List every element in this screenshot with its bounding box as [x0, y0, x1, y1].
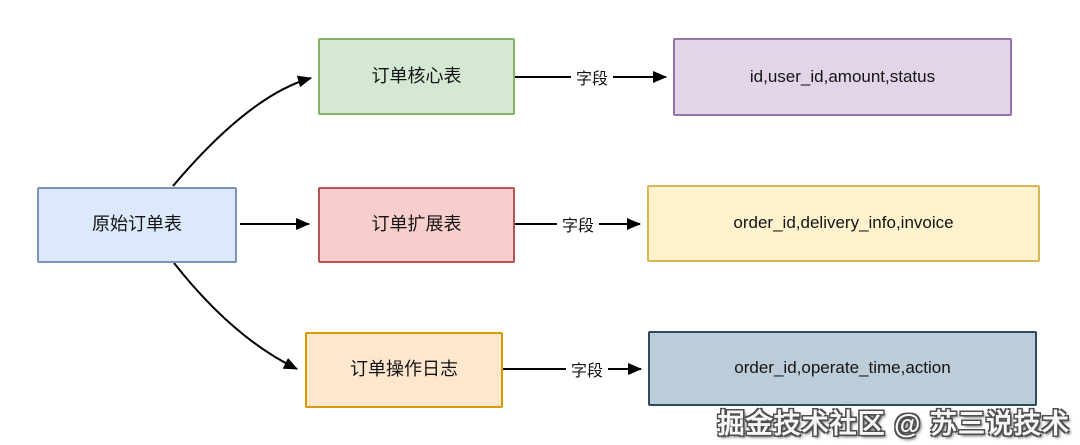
edge-label-fields-core: 字段: [570, 65, 614, 89]
node-order-extension-table-label: 订单扩展表: [371, 214, 462, 235]
node-order-operation-log: 订单操作日志: [305, 332, 503, 408]
edge-label-fields-ext: 字段: [556, 212, 600, 236]
arrow-source-to-core: [172, 75, 312, 187]
node-order-core-table: 订单核心表: [318, 38, 515, 115]
node-order-core-table-label: 订单核心表: [371, 65, 462, 86]
watermark-text: 掘金技术社区 @ 苏三说技术: [717, 409, 1070, 439]
node-original-order-table: 原始订单表: [37, 187, 237, 263]
node-order-core-fields: id,user_id,amount,status: [673, 38, 1012, 116]
arrow-source-to-log: [173, 262, 298, 370]
node-order-operation-log-label: 订单操作日志: [350, 359, 458, 380]
node-order-core-fields-label: id,user_id,amount,status: [749, 66, 936, 86]
node-order-operation-log-fields-label: order_id,operate_time,action: [734, 358, 951, 378]
edge-label-fields-log: 字段: [565, 357, 609, 381]
node-order-operation-log-fields: order_id,operate_time,action: [648, 331, 1037, 406]
node-order-extension-fields-label: order_id,delivery_info,invoice: [733, 213, 954, 233]
node-order-extension-table: 订单扩展表: [318, 187, 515, 263]
node-order-extension-fields: order_id,delivery_info,invoice: [647, 185, 1040, 262]
node-original-order-table-label: 原始订单表: [92, 214, 182, 235]
